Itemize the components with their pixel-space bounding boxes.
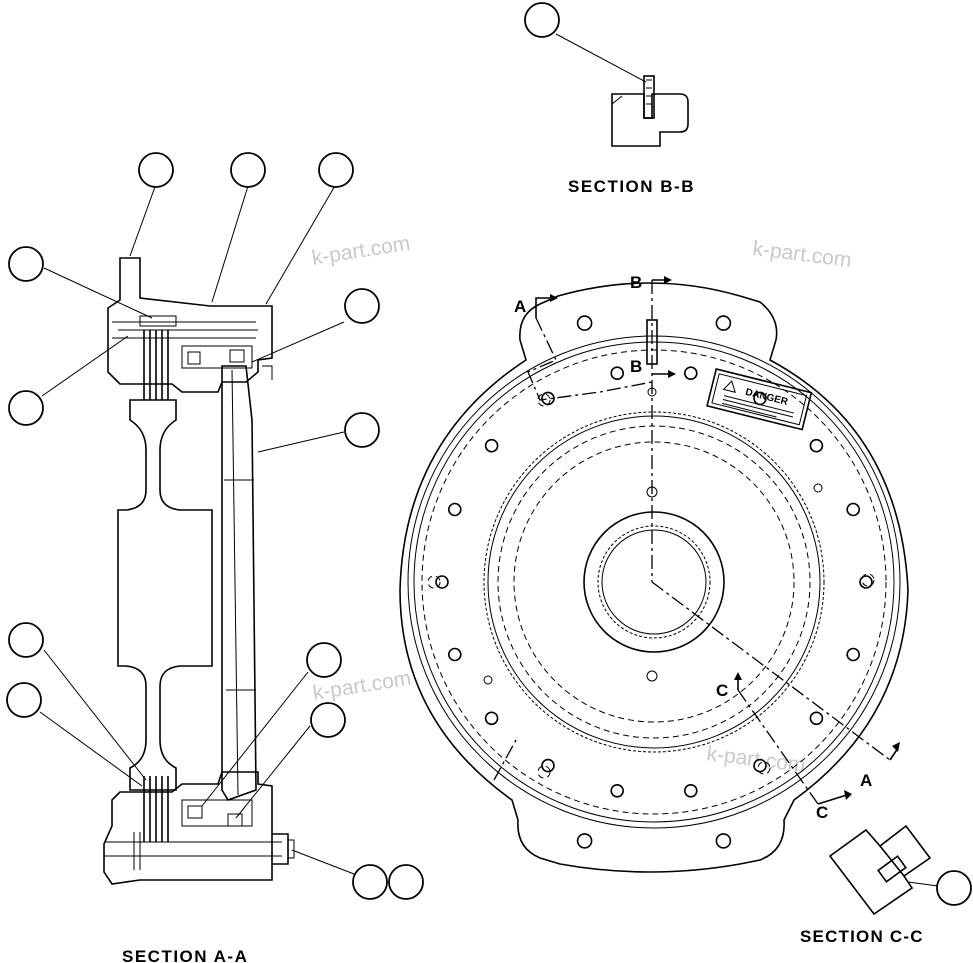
bolt-hole-18 [610,366,625,381]
callout-2[interactable] [230,152,266,188]
callout-1[interactable] [138,152,174,188]
bolt-hole-11 [541,758,555,773]
bolt-hole-7 [809,711,824,726]
callout-6[interactable] [344,288,380,324]
cut-label-b-bottom: B [630,357,642,376]
cut-label-a-top: A [514,297,526,316]
bolt-hole-6 [846,647,861,662]
bolt-hole-3 [809,438,824,453]
bolt-hole-22 [576,315,593,331]
callout-5[interactable] [8,390,44,426]
section-bb-title: SECTION B-B [568,177,695,196]
callout-12[interactable] [352,864,388,900]
bolt-hole-21 [576,833,593,849]
hub-spline [597,525,711,639]
bolt-hole-12 [484,711,499,726]
bolt-hole-4 [846,502,861,517]
dowel-marks [427,393,875,779]
callout-10[interactable] [306,642,342,678]
cut-label-a-bottom: A [860,771,872,790]
callout-11[interactable] [310,702,346,738]
callout-15[interactable] [936,870,972,906]
bolt-holes [435,315,873,849]
hub [583,511,725,653]
bolt-hole-1 [683,366,698,381]
bolt-hole-8 [753,758,767,773]
callout-7[interactable] [344,412,380,448]
cut-label-c-bottom: C [816,803,828,822]
watermark-1: k-part.com [310,232,412,270]
bolt-hole-19 [715,315,732,331]
outer-flange [399,282,909,873]
callout-14[interactable] [524,2,560,38]
watermark-4: k-part.com [705,742,806,777]
section-aa-view [103,257,295,885]
cut-label-c-top: C [716,681,728,700]
callout-8[interactable] [8,622,44,658]
section-cc-view [828,824,939,916]
gear-teeth [483,411,825,753]
main-front-view: DANGER A B B A C C [399,273,909,873]
bolt-hole-20 [715,833,732,849]
danger-plate: DANGER [706,368,813,431]
bolt-hole-15 [447,502,462,517]
bolt-hole-9 [683,783,698,798]
callout-3[interactable] [318,152,354,188]
cut-label-b-top: B [630,273,642,292]
callout-9[interactable] [6,682,42,718]
callout-13[interactable] [388,864,424,900]
bolt-hole-10 [610,783,625,798]
bolt-hole-13 [447,647,462,662]
bolt-hole-5 [859,575,873,589]
callout-4[interactable] [8,246,44,282]
bolt-hole-16 [484,438,499,453]
watermark-2: k-part.com [751,237,852,272]
section-cc-title: SECTION C-C [800,927,924,946]
section-aa-leaders [39,183,355,875]
callout-bubbles [6,2,972,906]
section-bb-view [555,33,689,147]
section-aa-title: SECTION A-A [122,947,248,963]
